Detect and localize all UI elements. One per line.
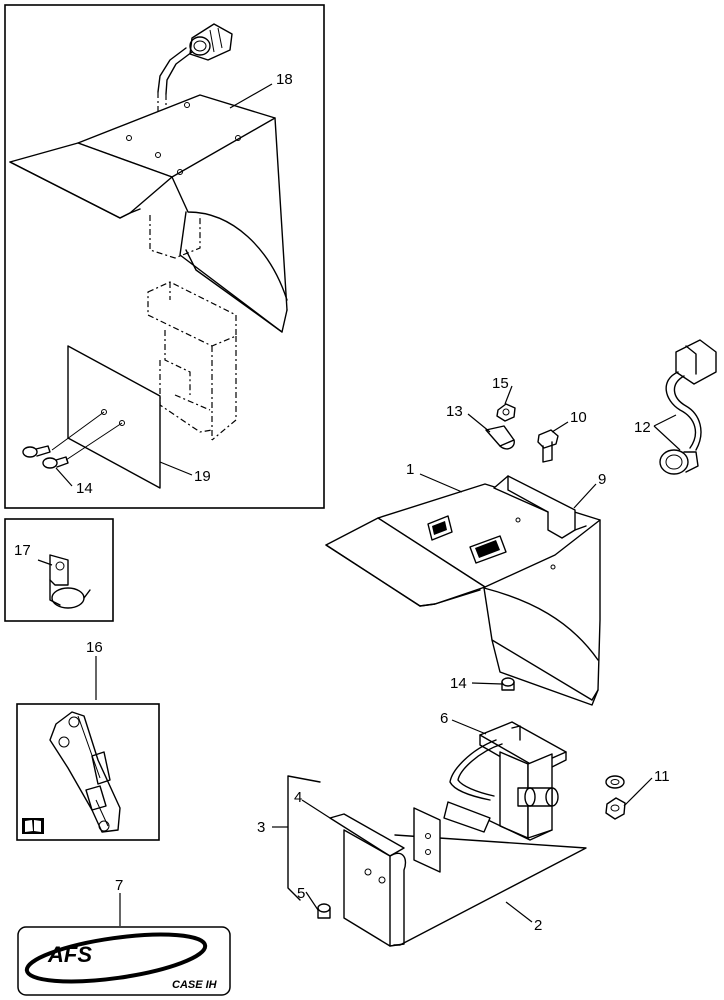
hidden-solenoid — [147, 215, 237, 441]
callout-19: 19 — [194, 468, 211, 485]
nut — [605, 797, 626, 820]
mounting-bracket — [329, 813, 407, 947]
clip-frame — [4, 518, 114, 622]
callout-14: 14 — [450, 675, 467, 692]
callout-13: 13 — [446, 403, 463, 420]
nut — [496, 403, 516, 422]
case-ih-brand: CASE IH — [172, 979, 218, 991]
connector-plug — [157, 23, 233, 95]
bracket-set — [287, 775, 321, 901]
callout-1: 1 — [406, 461, 414, 478]
detail-assembly — [9, 23, 288, 489]
afs-logo: AFS CASE IH — [17, 926, 231, 996]
clip — [49, 554, 91, 609]
solenoid-assembly — [449, 721, 567, 841]
callout-10: 10 — [570, 409, 587, 426]
bracket-frame — [16, 703, 160, 841]
callout-5: 5 — [297, 885, 305, 902]
leader-lines — [37, 83, 681, 926]
wire-harness — [659, 339, 717, 475]
screw — [317, 903, 331, 919]
handle-bracket — [493, 475, 587, 539]
cover-assembly — [325, 475, 601, 706]
callout-7: 7 — [115, 877, 123, 894]
callout-4: 4 — [294, 789, 302, 806]
afs-logo-text: AFS — [47, 942, 92, 967]
callout-14: 14 — [76, 480, 93, 497]
washer — [605, 775, 625, 789]
callout-2: 2 — [534, 917, 542, 934]
decal-plate — [51, 345, 161, 489]
callout-15: 15 — [492, 375, 509, 392]
callout-17: 17 — [14, 542, 31, 559]
callout-16: 16 — [86, 639, 103, 656]
screw — [501, 677, 515, 691]
callout-11: 11 — [654, 768, 670, 785]
wiring-bracket — [49, 711, 121, 833]
detail-frame — [4, 4, 325, 509]
callout-12: 12 — [634, 419, 651, 436]
cable-clip — [485, 425, 515, 450]
callout-18: 18 — [276, 71, 293, 88]
bolt — [537, 429, 559, 463]
screw — [22, 445, 69, 469]
spacer-plate — [413, 807, 441, 873]
cover-plate — [9, 94, 288, 333]
callout-9: 9 — [598, 471, 606, 488]
callout-6: 6 — [440, 710, 448, 727]
manual-book-icon — [22, 818, 44, 834]
callouts: 18 19 14 17 16 7 1 9 10 13 15 12 14 6 11… — [14, 71, 670, 934]
callout-3: 3 — [257, 819, 265, 836]
decal-label — [427, 515, 453, 541]
decal-label — [469, 535, 507, 564]
pad — [443, 801, 491, 833]
